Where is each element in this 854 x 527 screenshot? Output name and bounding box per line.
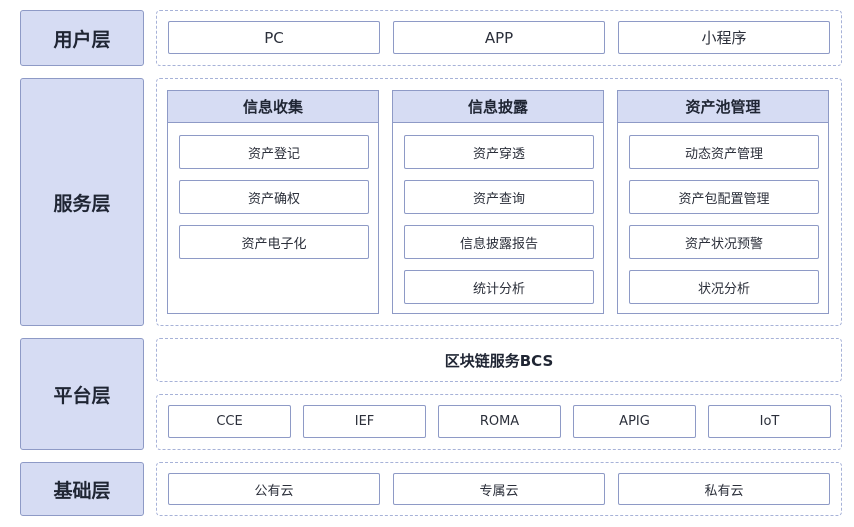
user-item-miniprogram: 小程序 xyxy=(618,21,830,54)
column-item: 资产包配置管理 xyxy=(629,180,819,214)
platform-item-ief: IEF xyxy=(303,405,426,438)
bcs-title: 区块链服务BCS xyxy=(444,351,554,370)
column-title: 资产池管理 xyxy=(618,91,828,123)
column-item: 资产确权 xyxy=(179,180,369,214)
service-column-disclosure: 信息披露 资产穿透 资产查询 信息披露报告 统计分析 xyxy=(392,90,604,314)
column-item: 状况分析 xyxy=(629,270,819,304)
column-item: 资产状况预警 xyxy=(629,225,819,259)
column-item: 资产电子化 xyxy=(179,225,369,259)
column-item: 资产穿透 xyxy=(404,135,594,169)
layer-label-user: 用户层 xyxy=(20,10,144,66)
column-item: 统计分析 xyxy=(404,270,594,304)
column-item: 动态资产管理 xyxy=(629,135,819,169)
base-item-public-cloud: 公有云 xyxy=(168,473,380,505)
service-column-asset-pool: 资产池管理 动态资产管理 资产包配置管理 资产状况预警 状况分析 xyxy=(617,90,829,314)
user-layer-panel: PC APP 小程序 xyxy=(156,10,842,66)
platform-item-roma: ROMA xyxy=(438,405,561,438)
base-item-dedicated-cloud: 专属云 xyxy=(393,473,605,505)
user-item-pc: PC xyxy=(168,21,380,54)
platform-item-iot: IoT xyxy=(708,405,831,438)
user-item-app: APP xyxy=(393,21,605,54)
bcs-panel: 区块链服务BCS xyxy=(156,338,842,382)
column-title: 信息收集 xyxy=(168,91,378,123)
column-item: 资产登记 xyxy=(179,135,369,169)
base-layer-panel: 公有云 专属云 私有云 xyxy=(156,462,842,516)
platform-services-panel: CCE IEF ROMA APIG IoT xyxy=(156,394,842,450)
platform-item-apig: APIG xyxy=(573,405,696,438)
layer-label-platform: 平台层 xyxy=(20,338,144,450)
layer-label-service: 服务层 xyxy=(20,78,144,326)
base-item-private-cloud: 私有云 xyxy=(618,473,830,505)
column-item: 资产查询 xyxy=(404,180,594,214)
platform-item-cce: CCE xyxy=(168,405,291,438)
service-column-collection: 信息收集 资产登记 资产确权 资产电子化 xyxy=(167,90,379,314)
column-title: 信息披露 xyxy=(393,91,603,123)
column-item: 信息披露报告 xyxy=(404,225,594,259)
layer-label-base: 基础层 xyxy=(20,462,144,516)
